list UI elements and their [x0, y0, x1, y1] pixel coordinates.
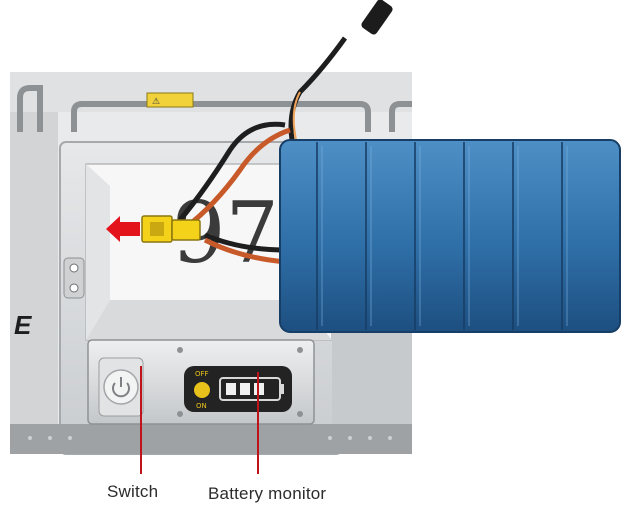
power-cable — [178, 0, 393, 265]
battery-pack — [279, 139, 621, 333]
direction-arrow — [106, 216, 140, 242]
battery-connector — [141, 215, 201, 243]
monitor-button[interactable] — [194, 382, 210, 398]
monitor-off-label: OFF — [195, 370, 209, 378]
power-switch[interactable] — [98, 357, 144, 417]
warning-sticker: ⚠ — [152, 97, 160, 107]
switch-label: Switch — [107, 482, 159, 501]
side-lettering: E — [14, 310, 32, 340]
monitor-on-label: ON — [196, 402, 207, 410]
battery-monitor-label: Battery monitor — [208, 484, 327, 503]
power-icon — [112, 377, 130, 398]
battery-monitor: OFF ON — [184, 366, 292, 412]
